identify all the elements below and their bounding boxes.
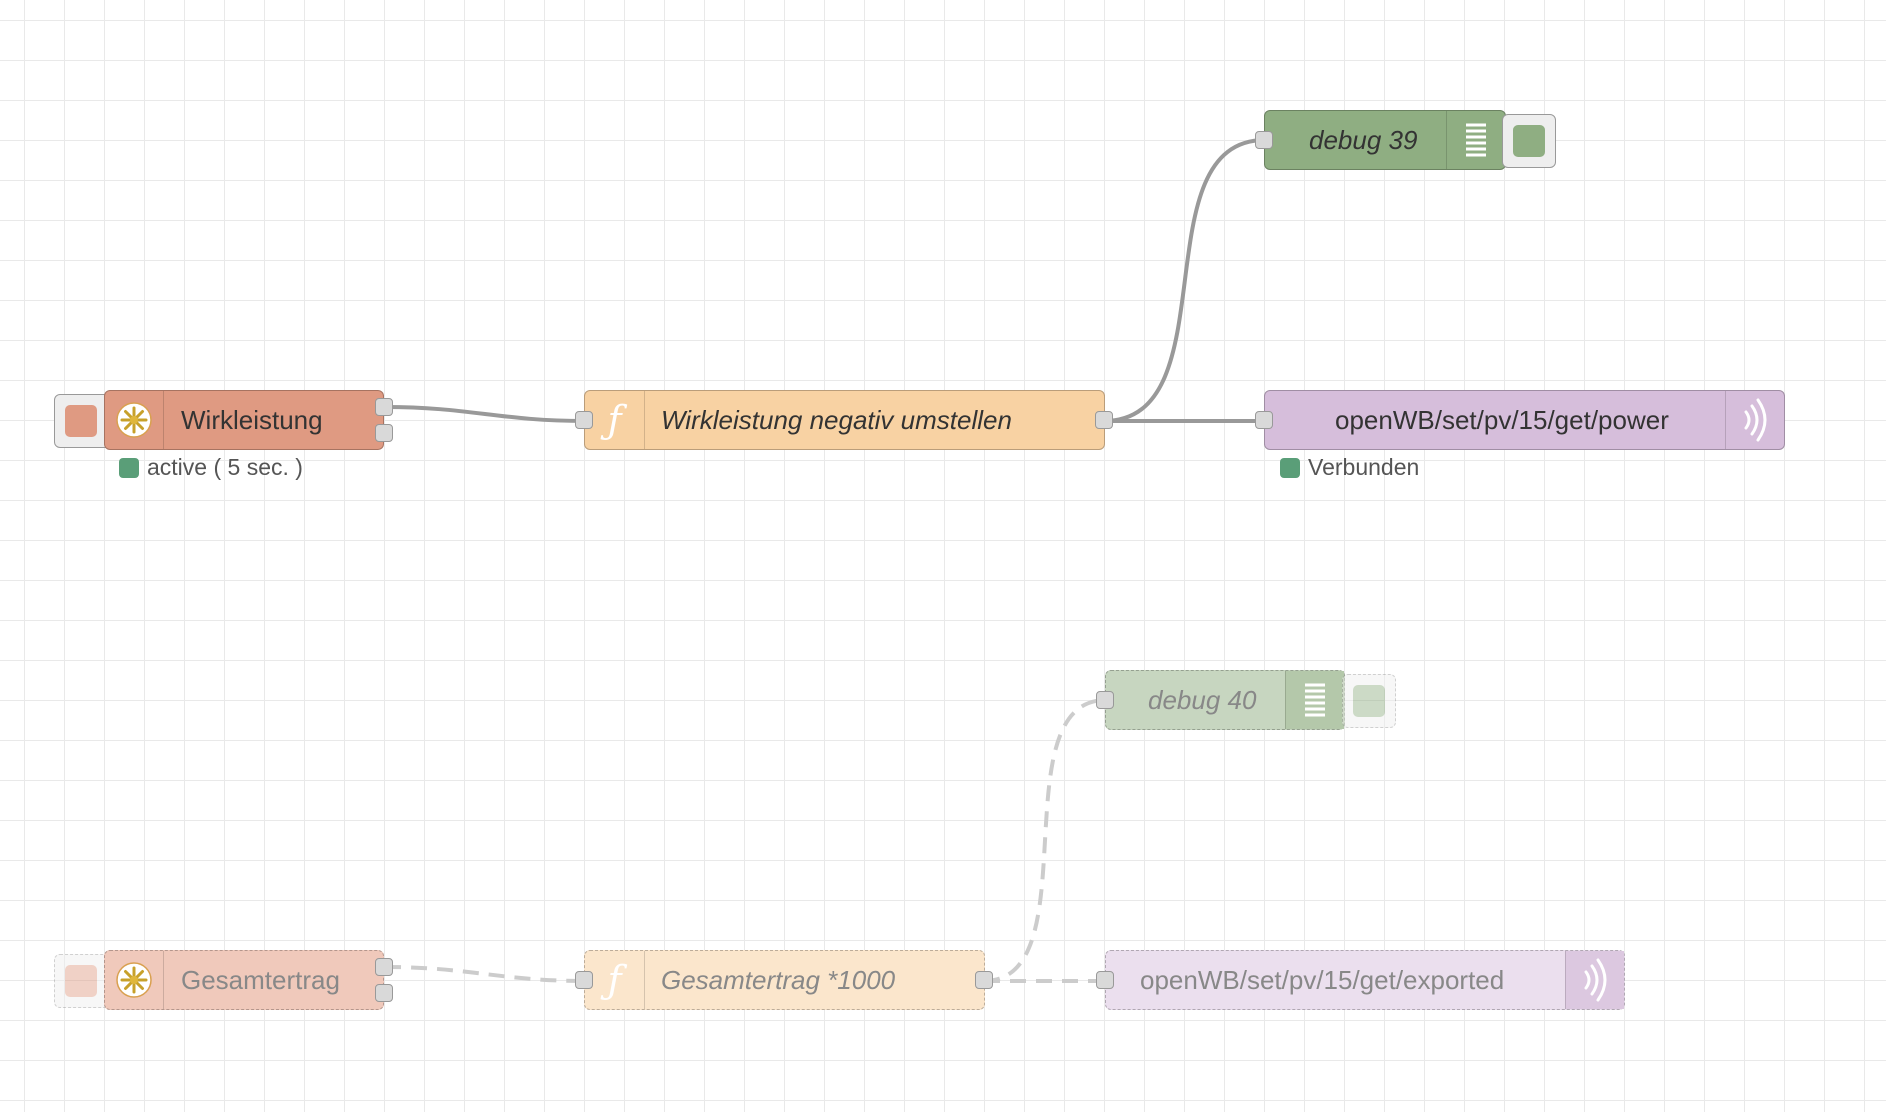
mqtt-broadcast-icon [1725, 391, 1784, 449]
debug-toggle-button-39[interactable] [1502, 114, 1556, 168]
debug-node-39[interactable]: debug 39 [1264, 110, 1506, 170]
inject-trigger-icon [65, 965, 97, 997]
function-output-port[interactable] [975, 971, 993, 989]
debug-toggle-button-40[interactable] [1342, 674, 1396, 728]
debug-input-port[interactable] [1255, 131, 1273, 149]
inject-node-gesamtertrag[interactable]: Gesamtertrag [104, 950, 384, 1010]
inject-status: active ( 5 sec. ) [119, 454, 303, 481]
inject-output-port-1[interactable] [375, 398, 393, 416]
wire-inject2-to-function2[interactable] [384, 965, 586, 983]
wire-function1-to-debug39[interactable] [1103, 138, 1266, 423]
inject-label: Gesamtertrag [181, 965, 340, 995]
mqtt-label: openWB/set/pv/15/get/exported [1140, 965, 1505, 995]
inject-status-text: active ( 5 sec. ) [147, 454, 303, 480]
mqtt-status: Verbunden [1280, 454, 1419, 481]
inject-output-port-2[interactable] [375, 984, 393, 1002]
status-dot-icon [1280, 457, 1300, 478]
mqtt-input-port[interactable] [1255, 411, 1273, 429]
function-input-port[interactable] [575, 971, 593, 989]
debug-node-40[interactable]: debug 40 [1105, 670, 1345, 730]
inject-trigger-icon [65, 405, 97, 437]
mqtt-status-text: Verbunden [1308, 454, 1420, 480]
inject-timer-icon [105, 391, 164, 449]
inject-output-port-1[interactable] [375, 958, 393, 976]
inject-timer-icon [105, 951, 164, 1009]
mqtt-out-node-power[interactable]: openWB/set/pv/15/get/power [1264, 390, 1785, 450]
function-output-port[interactable] [1095, 411, 1113, 429]
debug-list-icon [1285, 671, 1344, 729]
inject-node-wirkleistung[interactable]: Wirkleistung [104, 390, 384, 450]
function-label: Gesamtertrag *1000 [661, 965, 896, 995]
wire-inject1-to-function1[interactable] [384, 405, 586, 423]
mqtt-label: openWB/set/pv/15/get/power [1335, 405, 1669, 435]
function-node-wirkleistung-negativ[interactable]: ƒ Wirkleistung negativ umstellen [584, 390, 1105, 450]
function-input-port[interactable] [575, 411, 593, 429]
mqtt-out-node-exported[interactable]: openWB/set/pv/15/get/exported [1105, 950, 1625, 1010]
function-label: Wirkleistung negativ umstellen [661, 405, 1012, 435]
inject-output-port-2[interactable] [375, 424, 393, 442]
debug-label: debug 39 [1309, 125, 1418, 155]
function-node-gesamtertrag[interactable]: ƒ Gesamtertrag *1000 [584, 950, 985, 1010]
debug-list-icon [1446, 111, 1505, 169]
inject-label: Wirkleistung [181, 405, 323, 435]
function-icon: ƒ [585, 391, 645, 449]
mqtt-broadcast-icon [1565, 951, 1624, 1009]
debug-input-port[interactable] [1096, 691, 1114, 709]
debug-label: debug 40 [1148, 685, 1257, 715]
debug-toggle-icon [1513, 125, 1545, 157]
mqtt-input-port[interactable] [1096, 971, 1114, 989]
wire-function2-to-debug40[interactable] [983, 698, 1107, 983]
function-icon: ƒ [585, 951, 645, 1009]
status-dot-icon [119, 457, 139, 478]
debug-toggle-icon [1353, 685, 1385, 717]
